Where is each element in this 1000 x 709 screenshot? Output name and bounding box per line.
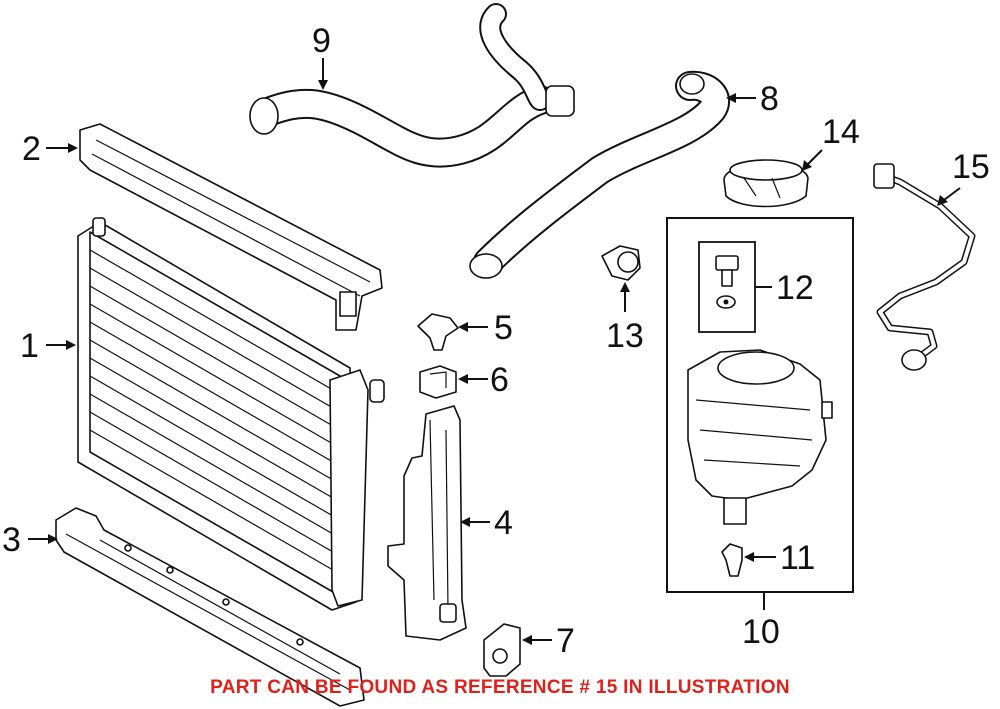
leader-line-15 xyxy=(937,187,961,206)
tank-cap-14-part xyxy=(723,159,809,208)
radiator-part xyxy=(77,217,385,611)
callout-9: 9 xyxy=(312,22,331,60)
clip-6-part xyxy=(419,365,457,399)
leader-line-13 xyxy=(620,282,630,312)
callout-10: 10 xyxy=(742,613,780,651)
leader-line-1 xyxy=(46,340,76,350)
callout-8: 8 xyxy=(760,80,779,118)
leader-line-2 xyxy=(46,143,78,153)
leader-line-5 xyxy=(458,322,488,332)
callout-6: 6 xyxy=(490,361,509,399)
callout-7: 7 xyxy=(556,622,575,660)
leader-line-8 xyxy=(726,93,756,103)
callout-5: 5 xyxy=(494,309,513,347)
coolant-hose-9-part xyxy=(249,3,575,168)
expansion-tank-part xyxy=(687,349,833,525)
clip-5-part xyxy=(417,313,459,351)
callout-1: 1 xyxy=(20,327,39,365)
level-sensor-15-part xyxy=(873,163,976,371)
callout-14: 14 xyxy=(822,113,860,151)
reference-caption: PART CAN BE FOUND AS REFERENCE # 15 IN I… xyxy=(210,677,790,698)
callout-13: 13 xyxy=(606,317,644,355)
callout-3: 3 xyxy=(2,521,21,559)
tank-plug-11-part xyxy=(721,543,743,577)
tank-assembly-box xyxy=(666,217,854,593)
callout-4: 4 xyxy=(494,504,513,542)
lower-air-guide-part xyxy=(55,507,365,707)
bolt-12-part xyxy=(715,255,739,309)
upper-air-guide-part xyxy=(79,123,383,331)
leader-line-11 xyxy=(744,552,776,562)
bleed-valve-13-part xyxy=(601,245,641,281)
side-air-guide-part xyxy=(387,405,467,641)
bracket-7-part xyxy=(483,623,521,677)
leader-line-14 xyxy=(802,149,823,171)
callout-12: 12 xyxy=(776,269,814,307)
leader-line-3 xyxy=(28,534,58,544)
leader-line-7 xyxy=(522,635,552,645)
coolant-hose-8-part xyxy=(469,70,730,279)
callout-2: 2 xyxy=(22,130,41,168)
leader-line-9 xyxy=(318,58,328,90)
callout-15: 15 xyxy=(952,148,990,186)
callout-11: 11 xyxy=(780,539,815,577)
leader-line-4 xyxy=(460,517,490,527)
leader-line-6 xyxy=(458,374,488,384)
